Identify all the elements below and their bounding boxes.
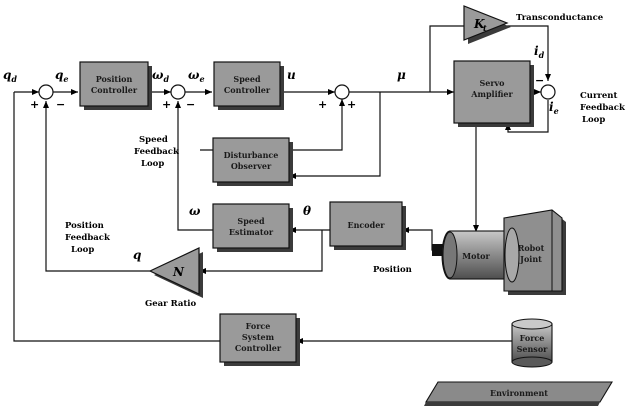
- omega-feedback-label: ω: [189, 204, 201, 218]
- speed-controller-label-1: Speed: [233, 74, 261, 84]
- svg-text:+: +: [30, 98, 39, 111]
- robot-joint-label-2: Joint: [519, 254, 542, 264]
- kt-symbol: K: [473, 17, 485, 31]
- svg-text:+: +: [318, 98, 327, 111]
- position-sum-junction: [38, 84, 54, 100]
- wd-label: ωd: [152, 68, 169, 84]
- force-controller-label-2: System: [242, 332, 275, 342]
- position-loop-caption-1: Position: [65, 221, 104, 231]
- disturbance-observer-block: Disturbance Observer: [212, 137, 293, 186]
- motor-shaft: [432, 244, 444, 256]
- force-controller-label-3: Controller: [235, 343, 282, 353]
- svg-text:−: −: [535, 74, 544, 87]
- speed-estimator-label-2: Estimator: [229, 227, 274, 237]
- ie-label: ie: [549, 100, 559, 116]
- signal-labels: qd qe ωd ωe u μ id ie ω θ q: [3, 44, 559, 262]
- speed-estimator-block: Speed Estimator: [212, 203, 293, 252]
- current-sum-junction: [540, 84, 556, 100]
- motor-body: [449, 230, 509, 280]
- speed-estimator-label-1: Speed: [237, 216, 265, 226]
- mu-label: μ: [397, 68, 406, 82]
- position-loop-caption-2: Feedback: [65, 233, 111, 243]
- position-loop-caption-3: Loop: [71, 245, 94, 255]
- force-controller-block: Force System Controller: [219, 313, 300, 366]
- svg-text:t: t: [483, 23, 487, 33]
- motor-joint-assembly: Motor Robot Joint: [432, 209, 566, 295]
- disturbance-sum-junction: [334, 84, 350, 100]
- force-sensor-label-2: Sensor: [517, 344, 549, 354]
- svg-text:+: +: [347, 98, 356, 111]
- speed-loop-caption-1: Speed: [139, 135, 168, 145]
- speed-loop-caption-2: Feedback: [134, 147, 180, 157]
- signal-wires: [13, 25, 551, 344]
- robot-joint-body: [503, 209, 563, 292]
- svg-text:+: +: [162, 98, 171, 111]
- encoder-label: Encoder: [347, 220, 385, 230]
- gear-ratio-triangle: N: [148, 247, 203, 298]
- disturbance-observer-label-1: Disturbance: [224, 150, 279, 160]
- position-caption: Position: [373, 265, 412, 275]
- servo-amplifier-label-2: Amplifier: [470, 89, 513, 99]
- gear-ratio-symbol: N: [172, 265, 185, 279]
- position-controller-block: Position Controller: [79, 61, 152, 110]
- qe-label: qe: [55, 68, 68, 84]
- position-controller-label-1: Position: [96, 74, 133, 84]
- motor-label: Motor: [462, 251, 490, 261]
- position-controller-label-2: Controller: [91, 85, 138, 95]
- speed-sum-junction: [170, 84, 186, 100]
- current-loop-caption-3: Loop: [582, 115, 605, 125]
- gear-ratio-caption: Gear Ratio: [145, 299, 197, 309]
- servo-amplifier-label-1: Servo: [479, 78, 505, 88]
- u-label: u: [287, 68, 296, 82]
- qd-label: qd: [3, 68, 17, 84]
- speed-controller-block: Speed Controller: [213, 61, 284, 110]
- junction-signs: + − + − + + −: [30, 74, 544, 111]
- id-label: id: [534, 44, 545, 60]
- svg-text:−: −: [186, 98, 195, 111]
- current-loop-caption-1: Current: [580, 91, 617, 101]
- transconductance-gain-triangle: K t: [463, 5, 511, 44]
- q-feedback-label: q: [133, 248, 141, 262]
- force-controller-label-1: Force: [246, 321, 271, 331]
- disturbance-observer-label-2: Observer: [231, 161, 272, 171]
- svg-text:−: −: [56, 98, 65, 111]
- transconductance-caption: Transconductance: [516, 13, 604, 23]
- robot-joint-label-1: Robot: [518, 243, 545, 253]
- servo-amplifier-block: Servo Amplifier: [453, 60, 534, 127]
- encoder-block: Encoder: [329, 201, 406, 250]
- annotations: Transconductance Current Feedback Loop S…: [65, 13, 626, 309]
- environment-label: Environment: [490, 388, 548, 398]
- theta-label: θ: [303, 204, 311, 218]
- environment-slab: Environment: [424, 381, 613, 406]
- speed-controller-label-2: Controller: [224, 85, 271, 95]
- speed-loop-caption-3: Loop: [141, 159, 164, 169]
- current-loop-caption-2: Feedback: [580, 103, 626, 113]
- force-sensor-label-1: Force: [520, 333, 545, 343]
- we-label: ωe: [188, 68, 205, 84]
- force-sensor-cylinder: Force Sensor: [511, 318, 553, 368]
